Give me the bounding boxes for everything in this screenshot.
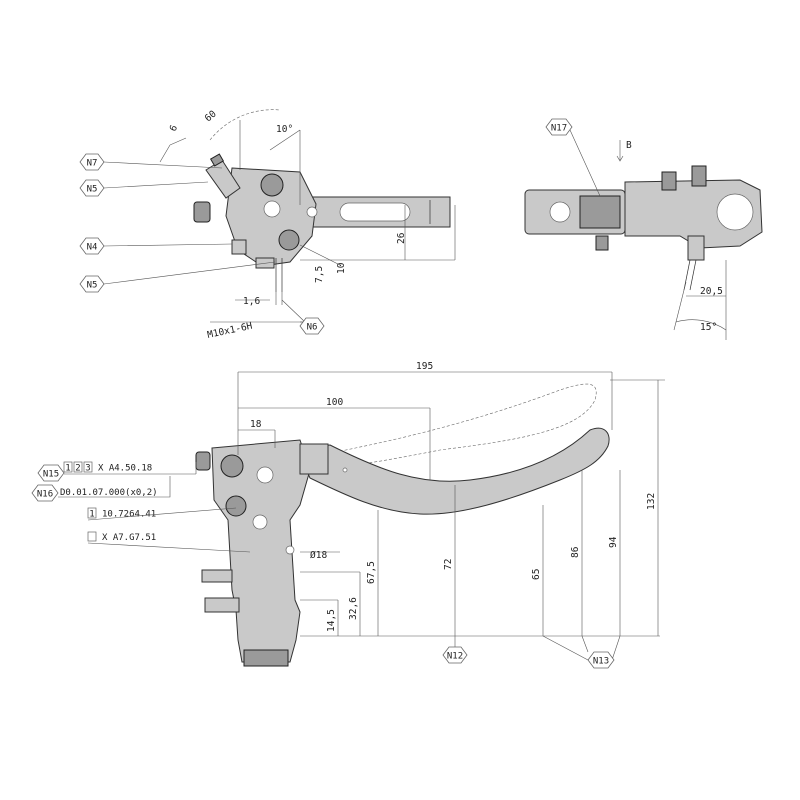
dim-26: 26 [396, 232, 407, 244]
dim-60: 60 [203, 108, 219, 124]
dim-10-deg: 10° [276, 124, 293, 135]
dim-1-6: 1,6 [243, 296, 260, 307]
dim-72: 72 [443, 559, 454, 570]
code-box-3 [83, 461, 93, 473]
side-clevis [299, 443, 329, 475]
callout-n5-upper-label: N5 [87, 185, 98, 195]
dim-10: 10 [336, 262, 347, 274]
code-box-2-label: 2 [75, 464, 80, 474]
callout-n16 [31, 484, 59, 502]
callout-n13-label: N13 [593, 657, 609, 667]
dim-18: 18 [250, 419, 262, 430]
code-box-2 [73, 461, 83, 473]
side-logo-lower [252, 514, 268, 530]
thread-spec: M10x1-6H [206, 321, 253, 341]
callout-n5-upper [79, 179, 105, 197]
brake-lever [295, 427, 610, 515]
bar-clamp-hole [716, 193, 754, 231]
fitting-a [661, 171, 677, 191]
dim-15-deg: 15° [700, 322, 717, 333]
lever-slot [339, 202, 411, 222]
callout-n7-label: N7 [87, 159, 98, 169]
part-code-b: D0.01.07.000(x0,2) [60, 488, 158, 498]
dim-94: 94 [608, 536, 619, 548]
callout-n17 [545, 118, 573, 136]
callout-n12 [442, 646, 468, 664]
code-box-1 [63, 461, 73, 473]
code-box-1-label: 1 [65, 464, 70, 474]
code-box-empty [87, 531, 97, 542]
part-code-d: X A7.G7.51 [102, 533, 156, 543]
dim-20-5: 20,5 [700, 286, 723, 297]
side-fitting-upper [201, 569, 233, 583]
side-pivot-bolt [225, 495, 247, 517]
callout-n13 [587, 651, 615, 669]
part-code-a: X A4.50.18 [98, 464, 152, 474]
callout-n4 [79, 237, 105, 255]
code-box-3-label: 3 [85, 464, 90, 474]
brembo-logo [263, 200, 281, 218]
dim-7-5: 7,5 [314, 266, 325, 283]
view-b-marker: B [626, 140, 632, 151]
adjuster-knob [193, 201, 211, 223]
lever-clevis [579, 195, 621, 229]
fitting-b [691, 165, 707, 187]
callout-n5-lower-label: N5 [87, 281, 98, 291]
body-bolt [260, 173, 284, 197]
dim-65: 65 [531, 569, 542, 580]
side-adjuster [195, 451, 211, 471]
callout-n16-label: N16 [37, 490, 53, 500]
callout-n15 [37, 464, 65, 482]
dim-195: 195 [416, 361, 433, 372]
callout-n15-label: N15 [43, 470, 59, 480]
callout-n12-label: N12 [447, 652, 463, 662]
top-right-view: B 20,5 15° N17 [524, 118, 763, 340]
callout-n7 [79, 153, 105, 171]
dim-6: 6 [168, 123, 181, 133]
side-logo-upper [256, 466, 274, 484]
dim-132: 132 [646, 493, 657, 510]
pivot-bolt [278, 229, 300, 251]
dim-67-5: 67,5 [366, 561, 377, 584]
callout-n6 [299, 317, 325, 335]
code-box-1b [87, 507, 97, 519]
dim-100: 100 [326, 397, 343, 408]
side-reservoir-base [243, 649, 289, 667]
callout-n4-label: N4 [87, 243, 98, 253]
dim-14-5: 14,5 [326, 609, 337, 632]
top-left-view: 6 60 10° 26 7,5 10 1,6 M10x1-6H N7 N5 N4… [79, 108, 456, 341]
code-box-1b-label: 1 [89, 510, 94, 520]
dim-86: 86 [570, 546, 581, 558]
dim-32-6: 32,6 [348, 597, 359, 620]
side-body-bolt [220, 454, 244, 478]
dim-diameter-18: Ø18 [310, 550, 327, 561]
side-fitting-lower [204, 597, 240, 613]
callout-n17-label: N17 [551, 124, 567, 134]
side-view: 195 100 18 132 94 86 65 72 67,5 32,6 14,… [31, 361, 665, 669]
callout-n5-lower [79, 275, 105, 293]
callout-n6-label: N6 [307, 323, 318, 333]
part-code-c: 10.7264.41 [102, 510, 156, 520]
